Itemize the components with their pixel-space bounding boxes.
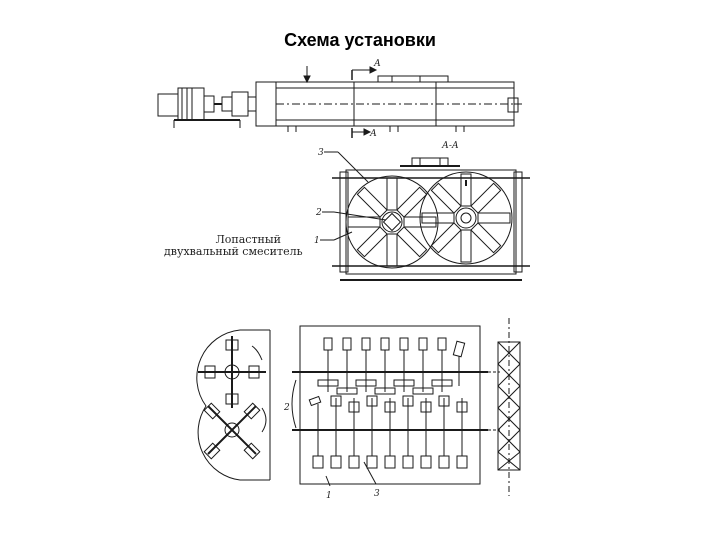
mixer-caption: Лопастный двухвальный смеситель [164,234,303,258]
callout-2: 2 [315,208,322,218]
plan-view: 2 1 3 [196,318,521,501]
section-label: А-А [441,141,459,151]
trough-plan [299,325,481,485]
paddles-upper [317,337,466,395]
callout-1: 1 [314,236,320,246]
plan-callouts: 2 1 3 [283,379,380,501]
paddles-lower [308,395,468,469]
motor [157,87,241,128]
side-view: А А [157,59,522,139]
section-callouts: 3 2 1 [314,148,387,246]
section-mark-top: А [373,59,381,69]
section-mark-bottom: А [369,129,377,139]
plan-callout-3: 3 [374,489,380,499]
gearbox [214,91,257,117]
callout-3: 3 [318,148,324,158]
drive-end [497,318,521,496]
rotor-right [419,171,513,265]
slide-title: Схема установки [284,30,436,50]
section-view: А-А [314,141,530,281]
end-housing [196,329,271,481]
caption-line-1: Лопастный [215,233,281,246]
rotor-left [345,175,439,269]
section-marker: А А [351,59,381,139]
plan-callout-2: 2 [283,403,290,413]
trough-body [255,66,522,132]
caption-line-2: двухвальный смеситель [164,245,303,258]
plan-callout-1: 1 [326,491,332,501]
